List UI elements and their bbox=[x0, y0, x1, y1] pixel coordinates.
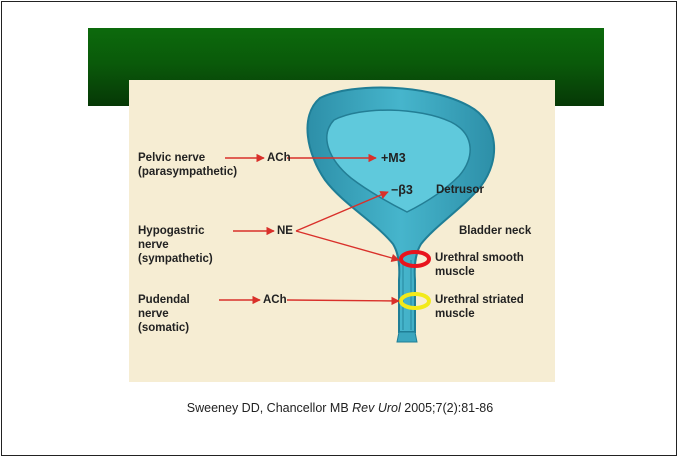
urethral-smooth-label-2: muscle bbox=[435, 266, 475, 279]
urethral-striated-label: Urethral striated bbox=[435, 294, 524, 307]
detrusor-label: Detrusor bbox=[436, 184, 484, 197]
citation-caption: Sweeney DD, Chancellor MB Rev Urol 2005;… bbox=[0, 401, 680, 415]
caption-journal: Rev Urol bbox=[352, 401, 401, 415]
urethral-smooth-label: Urethral smooth bbox=[435, 252, 524, 265]
beta3-receptor-label: −β3 bbox=[391, 184, 413, 197]
caption-citation: 2005;7(2):81-86 bbox=[401, 401, 493, 415]
pelvic-nerve-type-label: (parasympathetic) bbox=[138, 166, 237, 179]
pudendal-nerve-label-2: nerve bbox=[138, 308, 169, 321]
hypogastric-nerve-label-2: nerve bbox=[138, 239, 169, 252]
bladder-neck-label: Bladder neck bbox=[459, 225, 531, 238]
m3-receptor-label: +M3 bbox=[381, 152, 406, 165]
arrow-ach-urethral-striated bbox=[287, 300, 399, 301]
pudendal-transmitter-ach: ACh bbox=[263, 294, 287, 307]
hypogastric-nerve-label: Hypogastric bbox=[138, 225, 204, 238]
pudendal-nerve-type-label: (somatic) bbox=[138, 322, 189, 335]
bladder-innervation-figure: Pelvic nerve (parasympathetic) Hypogastr… bbox=[129, 80, 555, 382]
pelvic-transmitter-ach: ACh bbox=[267, 152, 291, 165]
pudendal-nerve-label: Pudendal bbox=[138, 294, 190, 307]
hypogastric-transmitter-ne: NE bbox=[277, 225, 293, 238]
urethral-striated-label-2: muscle bbox=[435, 308, 475, 321]
pelvic-nerve-label: Pelvic nerve bbox=[138, 152, 205, 165]
caption-authors: Sweeney DD, Chancellor MB bbox=[187, 401, 352, 415]
hypogastric-nerve-type-label: (sympathetic) bbox=[138, 253, 213, 266]
